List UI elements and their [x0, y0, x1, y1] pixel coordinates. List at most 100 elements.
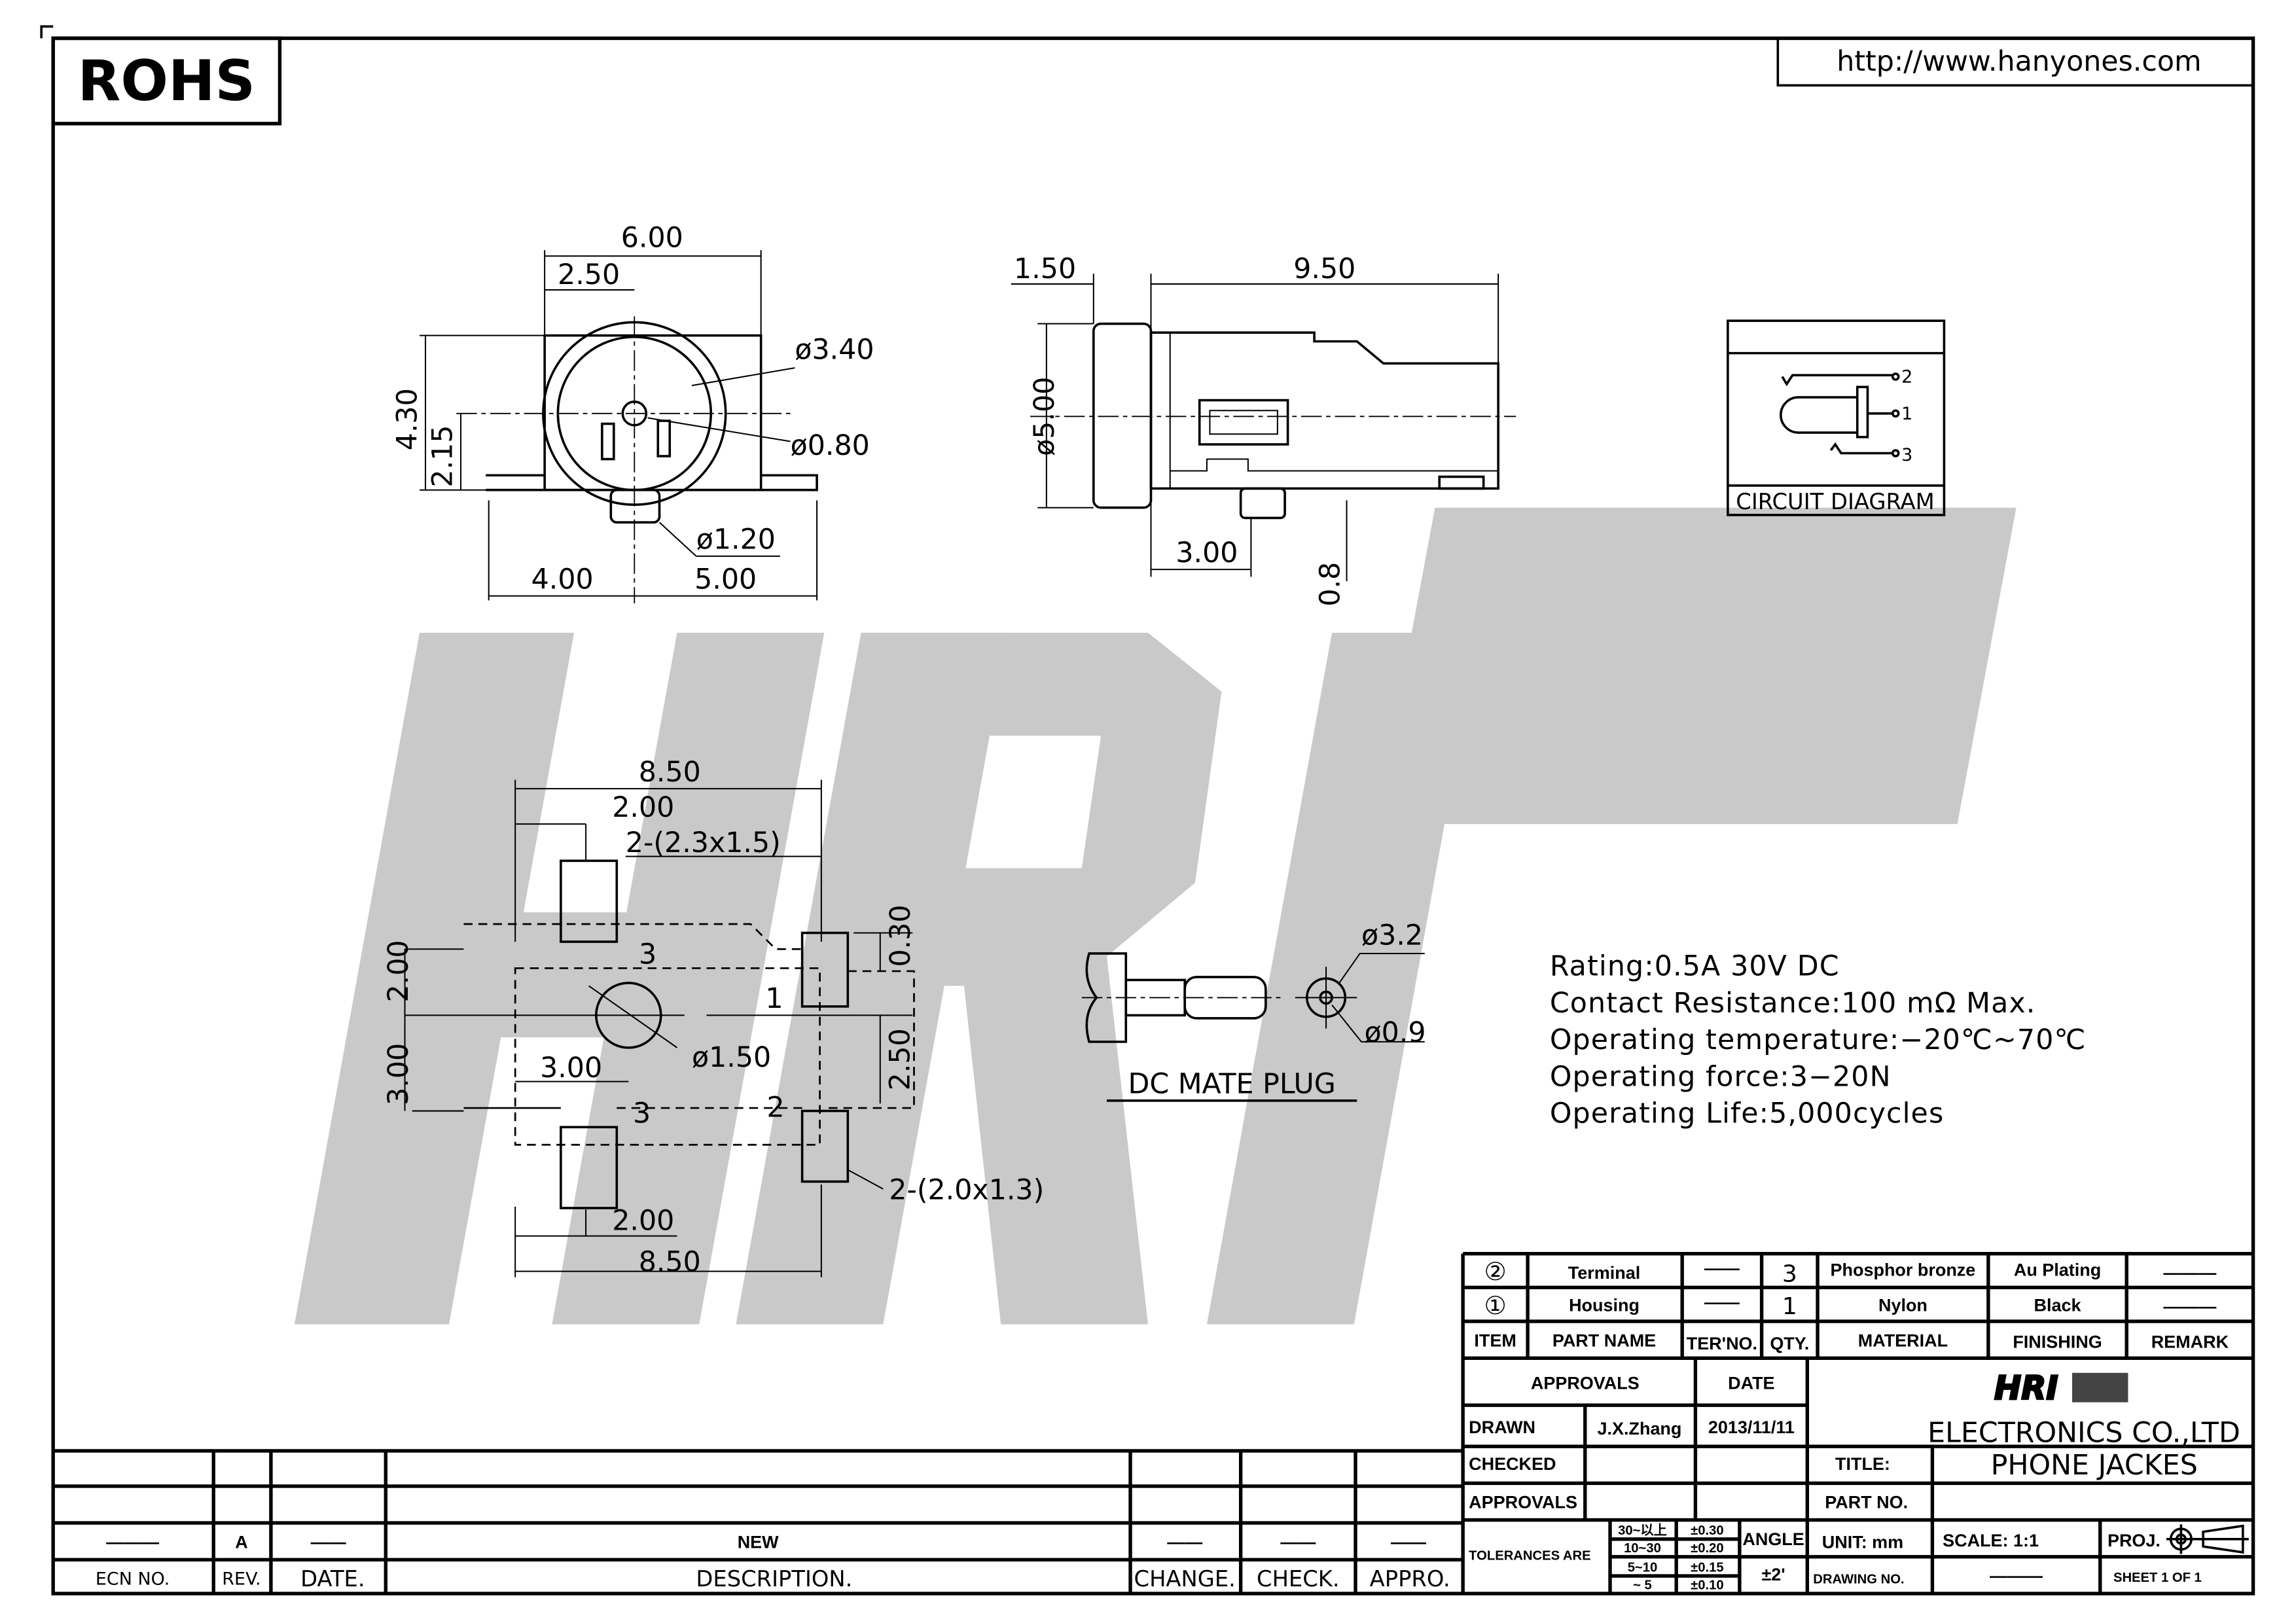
header-finishing: FINISHING: [2013, 1332, 2102, 1352]
circuit-pin-3: 3: [1901, 445, 1912, 465]
circuit-pin-2: 2: [1901, 367, 1912, 387]
dim-side-front: 1.50: [1014, 253, 1076, 285]
unit-label: UNIT: mm: [1822, 1532, 1903, 1552]
tol-range-3: 5~10: [1628, 1560, 1658, 1575]
approvals-label: APPROVALS: [1469, 1493, 1577, 1512]
angle-label: ANGLE: [1742, 1529, 1804, 1549]
header-description: DESCRIPTION.: [696, 1566, 852, 1592]
revision-change: ——: [1167, 1532, 1202, 1552]
tol-value-2: ±0.20: [1691, 1541, 1723, 1556]
pin-label-3b: 3: [633, 1097, 651, 1130]
header-change: CHANGE.: [1134, 1566, 1236, 1592]
dim-front-width: 6.00: [621, 222, 683, 255]
drawing-no-value: ———: [1990, 1566, 2043, 1586]
company-logo: HRI: [1993, 1368, 2128, 1408]
revision-ecn: ———: [106, 1532, 159, 1552]
header-ecn-no: ECN NO.: [96, 1569, 170, 1590]
front-view: 6.00 2.50 4.30 2.15 ø3.40 ø0.80 ø1.20 4.…: [391, 222, 874, 603]
circuit-diagram: 2 1 3 CIRCUIT DIAGRAM: [1727, 319, 1946, 516]
website-url[interactable]: http://www.hanyones.com: [1837, 45, 2201, 78]
spec-contact-resistance: Contact Resistance:100 mΩ Max.: [1550, 987, 2036, 1020]
part-item-2: ②: [1484, 1258, 1506, 1287]
parts-table: ② Terminal —— 3 Phosphor bronze Au Plati…: [1461, 1251, 2253, 1594]
title-block: APPROVALS DATE DRAWN J.X.Zhang 2013/11/1…: [1463, 1358, 2253, 1594]
rohs-box: [51, 36, 282, 126]
part-name-housing: Housing: [1569, 1295, 1640, 1315]
dc-mate-plug: ø3.2 ø0.9 DC MATE PLUG: [1081, 919, 1426, 1102]
header-date: DATE.: [300, 1566, 365, 1592]
part-item-1: ①: [1484, 1292, 1506, 1321]
scale-label: SCALE: 1:1: [1943, 1531, 2039, 1550]
revision-date: ——: [311, 1532, 346, 1552]
pad-top-right: [800, 931, 850, 1008]
header-remark: REMARK: [2151, 1332, 2229, 1352]
company-name: ELECTRONICS CO.,LTD: [1928, 1416, 2240, 1449]
tol-range-1: 30~以上: [1618, 1523, 1667, 1538]
angle-tolerance: ±2': [1761, 1565, 1785, 1584]
watermark-letter-r: [736, 632, 1222, 1325]
checked-label: CHECKED: [1469, 1454, 1556, 1474]
pad-top-left: [560, 859, 619, 943]
projection-label: PROJ.: [2108, 1531, 2161, 1550]
part-name-terminal: Terminal: [1568, 1263, 1640, 1283]
pad-bottom-left: [560, 1126, 619, 1209]
third-angle-projection-icon: [2166, 1524, 2249, 1554]
header-ter-no: TER'NO.: [1687, 1334, 1757, 1353]
drawn-date: 2013/11/11: [1708, 1418, 1795, 1437]
sheet-border: [51, 36, 2255, 1596]
dim-side-diameter: ø5.00: [1028, 377, 1061, 456]
dim-pin-diameter: ø0.80: [791, 429, 870, 462]
dim-side-tab-position: 3.00: [1175, 537, 1238, 569]
revision-rev: A: [235, 1532, 247, 1552]
dim-side-body: 9.50: [1293, 253, 1355, 285]
dim-footprint-h-300: 3.00: [540, 1052, 602, 1084]
part-finishing-housing: Black: [2034, 1295, 2082, 1315]
pcb-footprint: 8.50 2.00 2-(2.3x1.5) 3 1 3 2 2.00 3.00 …: [382, 756, 1044, 1279]
revision-check: ——: [1280, 1532, 1316, 1552]
tol-value-1: ±0.30: [1691, 1524, 1723, 1538]
rohs-label: ROHS: [78, 49, 255, 114]
revision-description: NEW: [738, 1532, 779, 1552]
dim-footprint-top-width: 8.50: [639, 756, 701, 789]
pin-label-2: 2: [767, 1092, 785, 1124]
part-ter-terminal: ——: [1704, 1258, 1740, 1278]
dim-front-height: 4.30: [391, 388, 424, 450]
drawing-no-label: DRAWING NO.: [1813, 1572, 1904, 1586]
tol-value-3: ±0.15: [1691, 1560, 1723, 1575]
side-view: 1.50 9.50 ø5.00 3.00 0.8: [1011, 253, 1516, 607]
dim-hole-diameter: ø1.50: [692, 1041, 771, 1074]
part-material-terminal: Phosphor bronze: [1831, 1260, 1976, 1279]
title-label: TITLE:: [1835, 1454, 1890, 1474]
drawn-label: DRAWN: [1469, 1418, 1535, 1437]
watermark-letter-h: [294, 632, 825, 1325]
dim-plug-inner-diameter: ø0.9: [1365, 1016, 1426, 1049]
tol-range-2: 10~30: [1624, 1541, 1661, 1556]
pin-label-3a: 3: [639, 938, 656, 971]
spec-operating-force: Operating force:3−20N: [1550, 1060, 1892, 1093]
header-check: CHECK.: [1257, 1566, 1340, 1592]
header-rev: REV.: [222, 1569, 260, 1590]
part-remark-housing: ———: [2163, 1297, 2216, 1317]
header-appro: APPRO.: [1370, 1566, 1450, 1592]
circuit-diagram-label: CIRCUIT DIAGRAM: [1736, 489, 1934, 514]
dim-footprint-bottom-pad-offset: 2.00: [612, 1205, 674, 1238]
plug-label: DC MATE PLUG: [1128, 1068, 1335, 1101]
spec-operating-temperature: Operating temperature:−20℃~70℃: [1550, 1024, 2087, 1056]
dim-footprint-top-pad-offset: 2.00: [612, 791, 674, 824]
dim-footprint-v-200: 2.00: [382, 940, 415, 1002]
company-logo-text: HRI: [1994, 1369, 2058, 1407]
dim-footprint-top-pad-size: 2-(2.3x1.5): [626, 827, 781, 859]
revision-table: ——— A —— NEW —— —— —— ECN NO. REV. DATE.…: [53, 1449, 1463, 1594]
tolerances-label: TOLERANCES ARE: [1469, 1548, 1590, 1563]
part-ter-housing: ——: [1704, 1293, 1740, 1312]
company-logo-chinese: [2072, 1372, 2128, 1402]
dim-side-tab-height: 0.8: [1314, 562, 1346, 607]
dim-front-half-height: 2.15: [427, 425, 459, 487]
dim-tab-diameter: ø1.20: [696, 524, 776, 556]
circuit-pin-1: 1: [1901, 404, 1912, 424]
part-qty-terminal: 3: [1782, 1260, 1797, 1287]
watermark-chinese-block: [1376, 507, 2017, 825]
watermark-logo: [294, 507, 2017, 1325]
sheet-label: SHEET 1 OF 1: [2113, 1571, 2202, 1585]
dim-footprint-bottom-pad-size: 2-(2.0x1.3): [889, 1173, 1044, 1206]
